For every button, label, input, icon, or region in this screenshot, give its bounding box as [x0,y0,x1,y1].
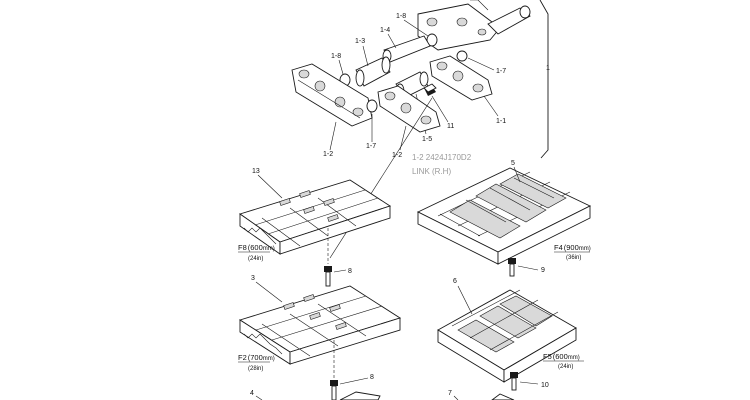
callout-bushing: 1-3 [355,38,365,45]
shoe-unit-f5: mm) [568,355,580,361]
seal-right [456,50,468,62]
shoe-unit-f8: mm) [263,246,275,252]
shoe-size-mm-f8: (600 [248,243,263,252]
shoe-size-in-f5: (24in) [558,364,573,370]
shoe-bottom-right-partial: 7 [448,390,515,400]
svg-text:F5(600mm): F5(600mm) [543,352,580,361]
link-left [291,63,373,127]
bolt-f8 [324,266,332,287]
item-label-bottom-right: 7 [448,390,452,397]
bolt-label-f8: 8 [348,268,352,275]
bolt-f5 [510,372,518,391]
assembly-bracket [539,0,549,159]
svg-text:F2(700mm): F2(700mm) [238,353,275,362]
item-label-f4: 5 [511,160,515,167]
bolt-bottom-left [330,380,338,400]
shoe-code-f5: F5 [543,352,552,361]
callout-seal-upper: 1-8 [396,13,406,20]
watermark-line1: 1-2 2424J170D2 [412,153,472,162]
item-label-bottom-left: 4 [250,390,254,397]
pin-upper [487,5,531,35]
callout-seal-lower: 1-7 [366,143,376,150]
bolt-f4 [508,258,516,277]
shoe-unit-f4: mm) [579,246,591,252]
nut [423,83,437,96]
svg-text:F4(900mm): F4(900mm) [554,243,591,252]
bolt-label-f4: 9 [541,267,545,274]
watermark: 1-2 2424J170D2 LINK (R.H) [412,153,472,176]
shoe-f4: 5 F4(900mm) (36in) 9 [416,160,592,277]
bolt-label-bottom-left: 8 [370,374,374,381]
shoe-code-f2: F2 [238,353,247,362]
seal-lower [366,99,378,113]
seal-upper [426,33,438,47]
callout-pin-lower: 1-5 [422,136,432,143]
callout-pin: 1-4 [380,27,390,34]
shoe-f8: 13 F8(600mm) (24in) 8 [238,168,392,287]
bushing-1-3 [355,56,391,87]
callout-link-right: 1-1 [496,118,506,125]
shoe-code-f4: F4 [554,243,563,252]
callout-seal-right: 1-7 [496,68,506,75]
item-label-f5: 6 [453,278,457,285]
shoe-f2: 3 F2(700mm) (28in) 8 [238,275,402,400]
shoe-size-mm-f5: (600 [553,352,568,361]
link-mid [377,85,441,133]
callout-seal-left: 1-8 [331,53,341,60]
pin-1-4 [382,35,431,63]
link-right [429,55,493,101]
shoe-bottom-left-partial: 4 [250,390,381,400]
svg-text:F8(600mm): F8(600mm) [238,243,275,252]
callout-nut: 11 [447,123,454,130]
shoe-f5: 6 F5(600mm) (24in) 10 [437,278,584,391]
item-label-f8: 13 [252,168,260,175]
shoe-size-mm-f4: (900 [564,243,579,252]
shoe-unit-f2: mm) [263,356,275,362]
shoe-code-f8: F8 [238,243,247,252]
watermark-line2: LINK (R.H) [412,167,451,176]
shoe-size-mm-f2: (700 [248,353,263,362]
item-label-f2: 3 [251,275,255,282]
callout-assembly: 1 [546,65,550,72]
shoe-size-in-f4: (36in) [566,255,581,261]
callout-link-mid: 1-2 [392,152,402,159]
bolt-label-f5: 10 [541,382,549,389]
track-link-assembly: 1 1-8 1-7 1-4 1-3 1-8 [291,0,550,259]
shoe-size-in-f2: (28in) [248,366,263,372]
shoe-size-in-f8: (24in) [248,256,263,262]
callout-link-bottom-left: 1-2 [323,151,333,158]
link-upper-right [417,0,501,51]
